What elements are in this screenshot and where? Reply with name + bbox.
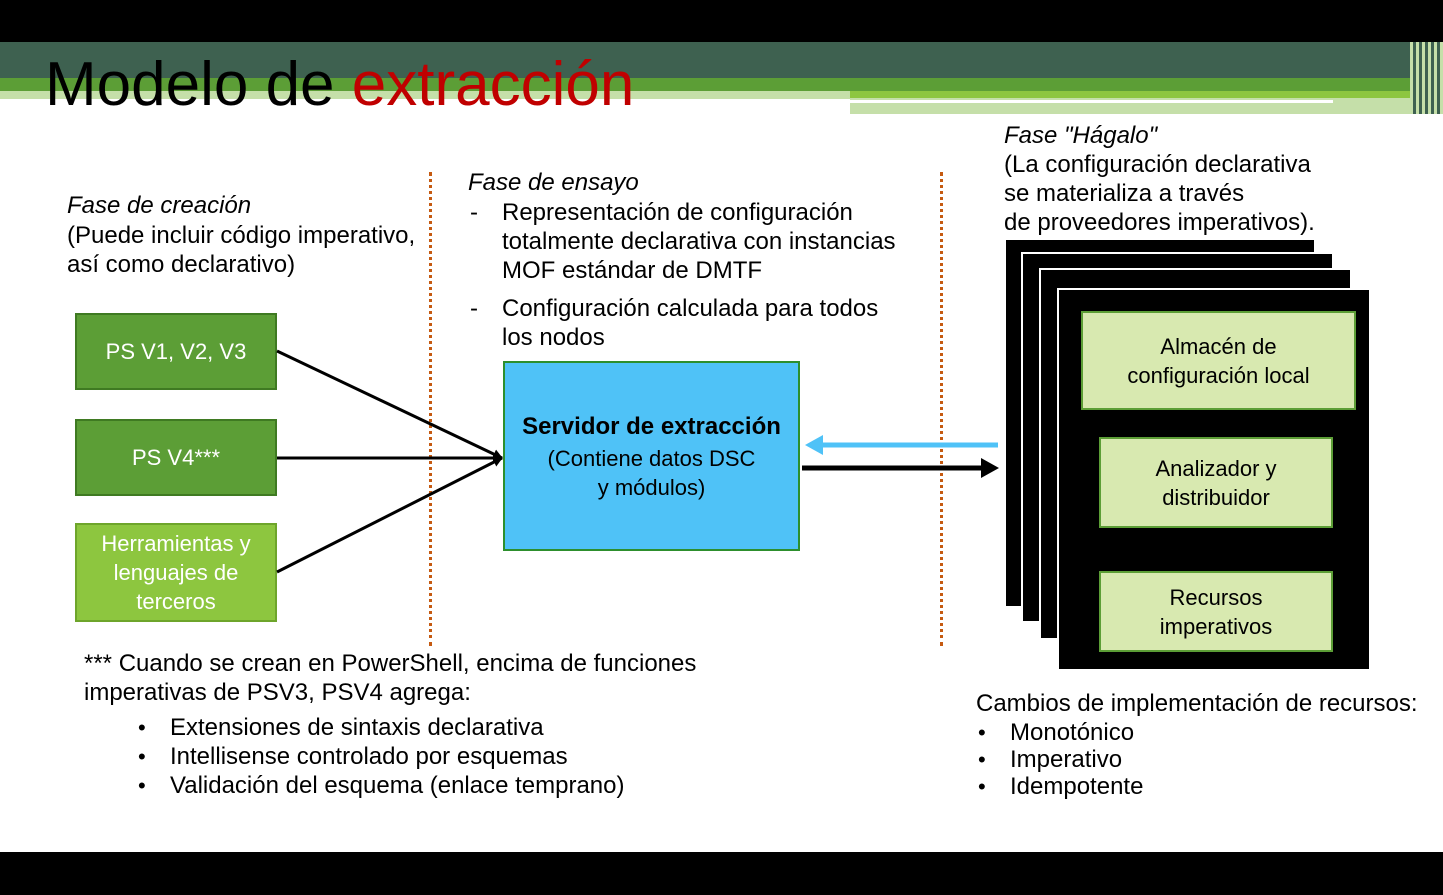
resource-change-2: Imperativo [978, 746, 1143, 773]
staging-item-1-line-1: Representación de configuración [502, 199, 853, 226]
resources-box-label: Recursos imperativos [1159, 584, 1273, 639]
source-ps-v1-v3: PS V1, V2, V3 [75, 313, 277, 390]
creation-line-2: así como declarativo) [67, 251, 296, 278]
lcm-box-label: Almacén de configuración local [1127, 333, 1310, 388]
resource-change-3: Idempotente [978, 773, 1144, 800]
header-band-light-right [850, 91, 1443, 98]
footnote-bullets: Extensiones de sintaxis declarativa Inte… [138, 713, 625, 800]
arrowhead-server-to-node [981, 458, 999, 478]
staging-item-2-line-1: Configuración calculada para todos [502, 295, 879, 322]
footnote-bullet-3: Validación del esquema (enlace temprano) [138, 771, 624, 800]
source-third-party-label: Herramientas y lenguajes de terceros [101, 531, 251, 614]
header-band-dark [0, 42, 1443, 78]
resource-change-1: Monotónico [978, 719, 1143, 746]
arrow-ps-v1-v3 [276, 349, 503, 460]
divider-left [429, 172, 432, 646]
parser-box-label: Analizador y distribuidor [1155, 455, 1277, 510]
staging-item-2-line-2: los nodos [502, 324, 605, 351]
parser-box: Analizador y distribuidor [1099, 437, 1333, 528]
make-it-so-line-3: de proveedores imperativos). [1004, 209, 1315, 236]
header-accent-bars [1410, 42, 1443, 114]
footnote-bullet-1: Extensiones de sintaxis declarativa [138, 713, 625, 742]
footnote-line-1: *** Cuando se crean en PowerShell, encim… [84, 650, 697, 677]
arrowhead-node-to-server [805, 435, 823, 455]
resource-changes-heading: Cambios de implementación de recursos: [976, 690, 1418, 717]
arrow-third-party [276, 456, 503, 574]
make-it-so-line-1: (La configuración declarativa [1004, 151, 1311, 178]
make-it-so-line-2: se materializa a través [1004, 180, 1245, 207]
make-it-so-heading: Fase "Hágalo" [1004, 122, 1158, 149]
pull-server-title: Servidor de extracción [522, 413, 781, 440]
header-band-light-left [0, 91, 850, 99]
staging-dash-1: - [470, 199, 478, 226]
divider-right [940, 172, 943, 646]
staging-item-1-line-2: totalmente declarativa con instancias [502, 228, 896, 255]
staging-heading: Fase de ensayo [468, 169, 639, 196]
pull-server-line-2: y módulos) [597, 475, 706, 500]
footnote-bullet-2: Intellisense controlado por esquemas [138, 742, 625, 771]
creation-line-1: (Puede incluir código imperativo, [67, 222, 416, 249]
resource-changes-bullets: Monotónico Imperativo Idempotente [978, 719, 1144, 800]
page-title: Modelo de extracción [45, 50, 635, 119]
source-ps-v4: PS V4*** [75, 419, 277, 496]
lcm-box: Almacén de configuración local [1081, 311, 1356, 410]
staging-dash-2: - [470, 295, 478, 322]
header-band-green [0, 78, 1443, 91]
source-ps-v1-v3-label: PS V1, V2, V3 [105, 339, 247, 364]
source-ps-v4-label: PS V4*** [131, 445, 221, 470]
staging-item-1-line-3: MOF estándar de DMTF [502, 257, 763, 284]
footnote-line-2: imperativas de PSV3, PSV4 agrega: [84, 679, 471, 706]
creation-heading: Fase de creación [67, 192, 252, 219]
pull-server-line-1: (Contiene datos DSC [547, 446, 756, 471]
pull-server: Servidor de extracción (Contiene datos D… [503, 361, 800, 551]
source-third-party: Herramientas y lenguajes de terceros [75, 523, 277, 622]
resources-box: Recursos imperativos [1099, 571, 1333, 652]
header-band-white-line [850, 100, 1333, 103]
